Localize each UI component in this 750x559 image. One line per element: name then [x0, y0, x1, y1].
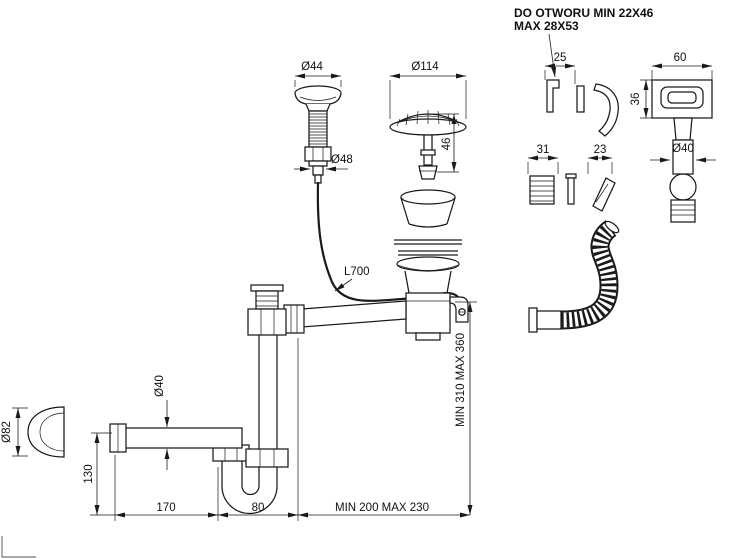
pop-up-control-knob — [294, 85, 342, 184]
overflow-elbow-profile — [593, 83, 619, 137]
note-line1: DO OTWORU MIN 22X46 — [514, 6, 654, 20]
flat-gasket-plate — [576, 85, 585, 113]
dim-overflow-height: 36 — [630, 93, 642, 106]
note-line2: MAX 28X53 — [514, 19, 579, 33]
dim-outlet-length: 170 — [156, 502, 175, 514]
ribbed-sleeve — [529, 175, 555, 205]
dim-vertical-span: MIN 310 MAX 360 — [455, 333, 467, 427]
dim-knob-nut-diameter: Ø48 — [331, 154, 353, 166]
cable-elbow — [449, 296, 469, 323]
dim-overflow-width: 60 — [674, 52, 687, 64]
strainer-and-plug — [389, 110, 467, 180]
sink-deck-gaskets — [394, 239, 462, 256]
dim-horizontal-span: MIN 200 MAX 230 — [335, 502, 429, 514]
telescopic-pipe — [283, 300, 407, 334]
dim-strainer-diameter: Ø114 — [411, 61, 439, 73]
waste-funnel — [400, 189, 456, 228]
p-trap — [212, 444, 289, 515]
wall-flange — [27, 406, 65, 458]
dim-knob-diameter: Ø44 — [301, 61, 323, 73]
overflow-cover-assembly — [651, 79, 713, 223]
dim-outlet-height: 130 — [83, 464, 95, 483]
angled-adapter — [592, 177, 616, 212]
dim-outlet-pipe-diameter: Ø40 — [154, 375, 166, 397]
waste-tee-body — [396, 256, 460, 341]
outlet-pipe — [109, 423, 243, 453]
dim-trap-width: 80 — [252, 502, 265, 514]
mounting-clip — [546, 79, 560, 113]
dim-sleeve-width: 31 — [537, 144, 550, 156]
dimension-lines — [12, 33, 716, 521]
dim-overflow-pipe-diameter: Ø40 — [672, 143, 694, 155]
frame-corner — [1, 536, 36, 558]
dim-wall-flange-diameter: Ø82 — [1, 421, 13, 443]
dim-cable-length: L700 — [344, 266, 370, 278]
fixing-pin — [565, 173, 577, 205]
flexible-hose — [528, 220, 620, 333]
dim-plug-height: 46 — [441, 138, 453, 151]
dim-clip-width: 25 — [554, 52, 567, 64]
dim-adapter-width: 23 — [594, 144, 607, 156]
